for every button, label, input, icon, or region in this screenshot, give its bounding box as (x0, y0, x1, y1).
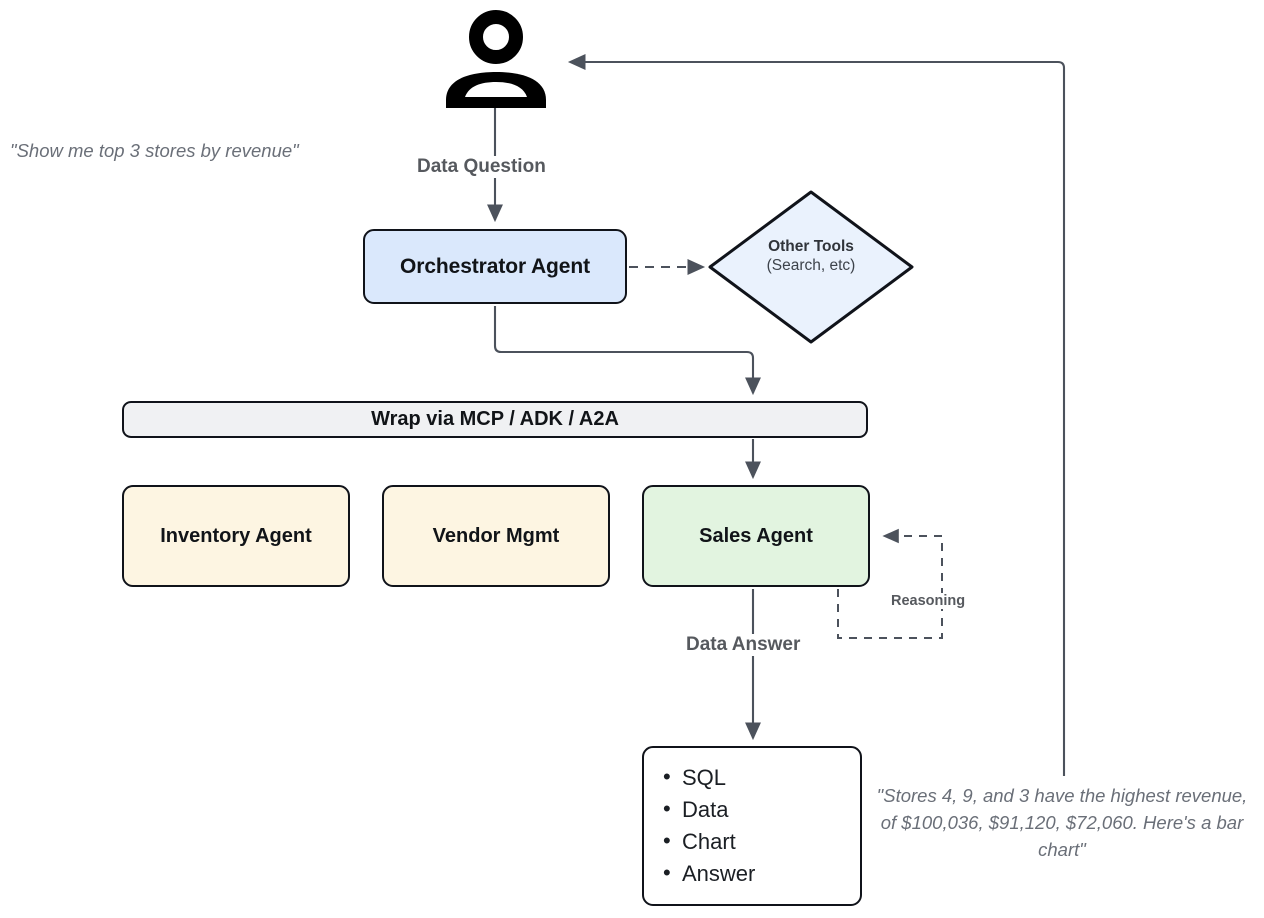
orchestrator-agent-label: Orchestrator Agent (400, 254, 590, 278)
edge-label-data-question: Data Question (413, 156, 550, 178)
other-tools-title: Other Tools (768, 238, 854, 255)
sales-agent-label: Sales Agent (699, 524, 813, 547)
orchestrator-agent-node[interactable]: Orchestrator Agent (363, 229, 627, 304)
wrapper-bar-label: Wrap via MCP / ADK / A2A (371, 408, 619, 430)
list-item: Chart (663, 825, 860, 858)
output-artifact-list: SQL Data Chart Answer (662, 761, 860, 890)
edge-label-data-answer: Data Answer (681, 634, 806, 656)
other-tools-diamond[interactable] (708, 190, 914, 344)
list-item: Answer (663, 857, 860, 890)
output-artifacts-node[interactable]: SQL Data Chart Answer (642, 746, 862, 906)
other-tools-subtitle: (Search, etc) (766, 256, 856, 274)
vendor-mgmt-label: Vendor Mgmt (432, 524, 560, 547)
list-item: Data (663, 793, 860, 826)
edge-orchestrator-to-wrapper (493, 306, 761, 396)
user-icon (446, 10, 546, 108)
edge-label-reasoning: Reasoning (888, 593, 969, 609)
list-item: SQL (663, 761, 860, 794)
inventory-agent-node[interactable]: Inventory Agent (122, 485, 350, 587)
agent-answer-quote: "Stores 4, 9, and 3 have the highest rev… (876, 785, 1248, 860)
sales-agent-node[interactable]: Sales Agent (642, 485, 870, 587)
vendor-mgmt-node[interactable]: Vendor Mgmt (382, 485, 610, 587)
inventory-agent-label: Inventory Agent (160, 524, 312, 547)
user-question-quote: "Show me top 3 stores by revenue" (10, 140, 299, 161)
wrapper-bar-node[interactable]: Wrap via MCP / ADK / A2A (122, 401, 868, 438)
other-tools-label-group: Other Tools (Search, etc) (710, 238, 912, 276)
